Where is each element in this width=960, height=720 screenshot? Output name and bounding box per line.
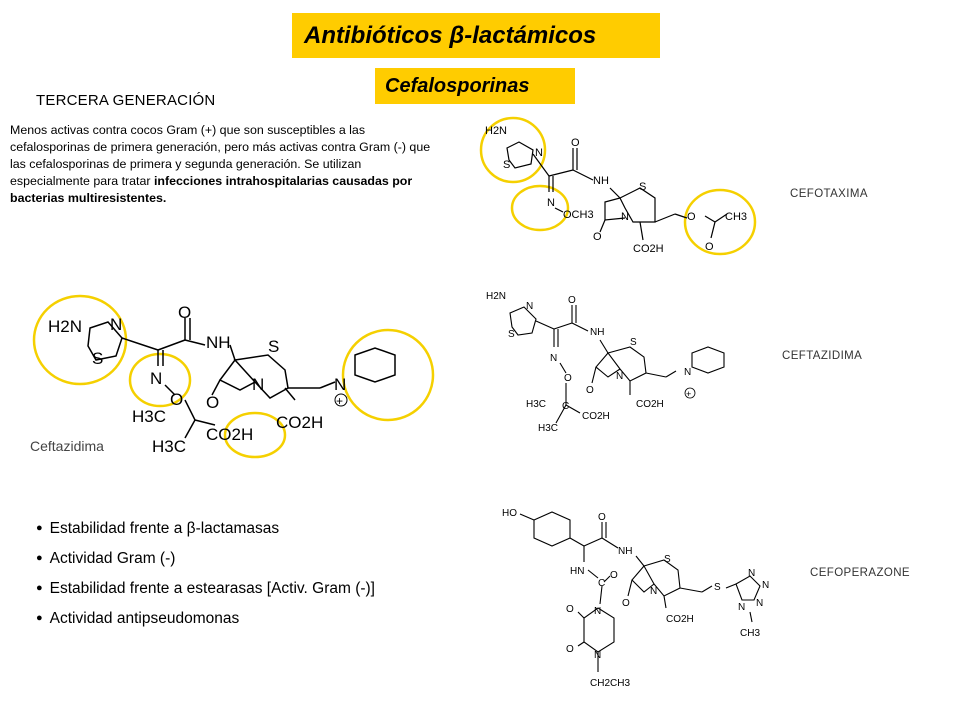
atom-label: O: [564, 373, 572, 384]
atom-label: NH: [206, 333, 231, 352]
atom-label: H3C: [132, 407, 166, 426]
highlight-circle: [341, 328, 435, 422]
atom-label: CH3: [740, 628, 760, 639]
atom-label: CO2H: [666, 614, 694, 625]
list-item: Actividad antipseudomonas: [36, 610, 375, 640]
atom-label: S: [268, 337, 279, 356]
atom-label: H2N: [485, 125, 507, 137]
atom-label: H3C: [538, 423, 558, 434]
atom-label: N: [535, 147, 543, 159]
atom-label: N: [110, 315, 122, 334]
atom-label: OCH3: [563, 209, 594, 221]
atom-label: N: [150, 369, 162, 388]
atom-label: O: [566, 604, 574, 615]
ceftazidima-large-structure: H2N N S O NH S N O H3C N O CO2H H3C CO2H…: [32, 294, 435, 459]
atom-label: CO2H: [636, 399, 664, 410]
plus-charge-circle: [684, 387, 696, 399]
ceftazidima-structure: H2N N S O NH S N O H3C C N O CO2H H3C CO…: [486, 291, 725, 434]
structure-label-cefoperazone: CEFOPERAZONE: [810, 567, 911, 579]
atom-label: CO2H: [206, 425, 253, 444]
atom-label: O: [687, 211, 696, 223]
page-title: Antibióticos β-lactámicos: [304, 21, 597, 49]
highlight-circle: [510, 184, 570, 232]
plus-charge-circle: [334, 393, 348, 407]
atom-label: O: [622, 598, 630, 609]
atom-label: O: [568, 295, 576, 306]
atom-label: O: [206, 393, 219, 412]
atom-label: CH3: [725, 211, 747, 223]
atom-label: N: [526, 301, 533, 312]
atom-label: O: [571, 137, 580, 149]
atom-label: S: [714, 582, 721, 593]
atom-label: C: [598, 578, 605, 589]
highlight-circle: [128, 352, 192, 408]
atom-label: O: [598, 512, 606, 523]
atom-label: N: [334, 375, 346, 394]
subtitle-banner: Cefalosporinas: [375, 68, 575, 104]
highlight-circle: [223, 411, 287, 459]
atom-label: S: [630, 337, 637, 348]
atom-label: HO: [502, 508, 517, 519]
atom-label: O: [170, 390, 183, 409]
atom-label: CO2H: [633, 243, 664, 255]
atom-label: S: [503, 159, 510, 171]
atom-label: N: [738, 602, 745, 613]
property-list: Estabilidad frente a β-lactamasas Activi…: [36, 520, 375, 640]
atom-label: N: [748, 568, 755, 579]
generation-heading: TERCERA GENERACIÓN: [36, 92, 216, 109]
cefoperazone-structure: HO O NH HN C O S N O S CO2H O N O N CH2C…: [502, 508, 769, 689]
atom-label: NH: [590, 327, 604, 338]
atom-label: C: [562, 401, 569, 412]
description-normal: Menos activas contra cocos Gram (+) que …: [10, 123, 431, 188]
atom-label: N: [550, 353, 557, 364]
atom-label: O: [593, 231, 602, 243]
atom-label: +: [336, 394, 343, 408]
atom-label: NH: [593, 175, 609, 187]
atom-label: N: [650, 586, 657, 597]
atom-label: H2N: [48, 317, 82, 336]
atom-label: O: [705, 241, 714, 253]
highlight-circle: [683, 188, 757, 256]
atom-label: H3C: [152, 437, 186, 456]
atom-label: N: [684, 367, 691, 378]
highlight-circle: [32, 294, 128, 386]
atom-label: N: [762, 580, 769, 591]
atom-label: N: [252, 375, 264, 394]
atom-label: N: [756, 598, 763, 609]
page-subtitle: Cefalosporinas: [385, 74, 530, 97]
atom-label: N: [594, 650, 601, 661]
list-item: Estabilidad frente a estearasas [Activ. …: [36, 580, 375, 610]
description-bold: infecciones intrahospitalarias causadas …: [10, 174, 413, 205]
atom-label: S: [508, 329, 515, 340]
structure-label-ceftazidima-large: Ceftazidima: [30, 438, 104, 454]
list-item: Actividad Gram (-): [36, 550, 375, 580]
atom-label: O: [566, 644, 574, 655]
description-text: Menos activas contra cocos Gram (+) que …: [10, 122, 435, 207]
atom-label: +: [686, 389, 691, 399]
atom-label: NH: [618, 546, 632, 557]
title-banner: Antibióticos β-lactámicos: [292, 13, 660, 58]
atom-label: N: [547, 197, 555, 209]
atom-label: N: [621, 211, 629, 223]
atom-label: CO2H: [276, 413, 323, 432]
atom-label: O: [586, 385, 594, 396]
atom-label: N: [616, 371, 623, 382]
atom-label: S: [664, 554, 671, 565]
atom-label: H2N: [486, 291, 506, 302]
atom-label: CO2H: [582, 411, 610, 422]
atom-label: H3C: [526, 399, 546, 410]
cefotaxima-structure: H2N N S O NH S N OCH3 N O CO2H O CH3 O: [479, 116, 757, 256]
list-item: Estabilidad frente a β-lactamasas: [36, 520, 375, 550]
structure-label-cefotaxima: CEFOTAXIMA: [790, 188, 868, 200]
atom-label: S: [92, 349, 103, 368]
structure-label-ceftazidima: CEFTAZIDIMA: [782, 350, 863, 362]
atom-label: O: [178, 303, 191, 322]
atom-label: S: [639, 181, 646, 193]
atom-label: CH2CH3: [590, 678, 630, 689]
highlight-circle: [479, 116, 547, 184]
atom-label: HN: [570, 566, 584, 577]
atom-label: O: [610, 570, 618, 581]
atom-label: N: [594, 606, 601, 617]
